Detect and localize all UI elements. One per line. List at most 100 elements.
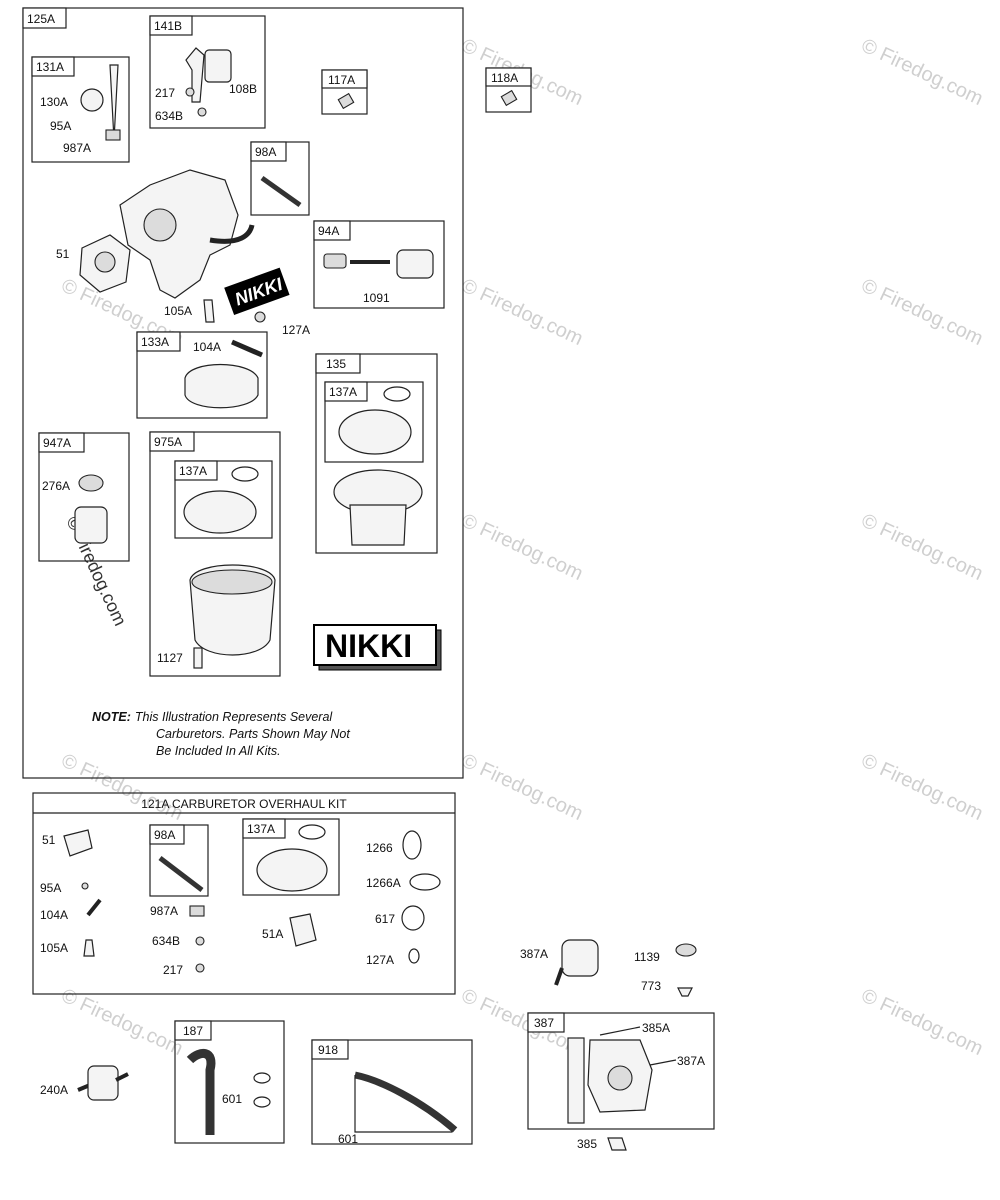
box-label: 135 bbox=[326, 357, 346, 371]
pump-fitting-icon bbox=[554, 967, 564, 986]
group-135: 135 137A bbox=[315, 353, 438, 554]
washer-icon bbox=[81, 882, 89, 890]
note-prefix: NOTE: bbox=[92, 710, 131, 724]
fuel-pump-icon bbox=[561, 939, 599, 977]
oring-1266A-icon bbox=[409, 873, 441, 891]
nikki-decal-small: NIKKI bbox=[224, 267, 290, 316]
part-label: 217 bbox=[163, 963, 183, 977]
box-label: 387 bbox=[534, 1016, 554, 1030]
box-94A bbox=[313, 220, 445, 309]
clamp-icon bbox=[253, 1072, 271, 1084]
pump-diaphragm-icon bbox=[607, 1065, 633, 1091]
watermark: © Firedog.com bbox=[58, 985, 186, 1060]
tab-98A bbox=[250, 141, 287, 162]
watermark: © Firedog.com bbox=[858, 35, 986, 110]
bushing-icon bbox=[197, 107, 207, 117]
plate-body-icon bbox=[349, 504, 407, 546]
part-label: 385 bbox=[577, 1137, 597, 1151]
note-text: This Illustration Represents Several bbox=[135, 710, 334, 724]
box-133A bbox=[136, 331, 268, 419]
main-jet-icon bbox=[203, 299, 215, 323]
box-137A-in-135 bbox=[324, 381, 424, 463]
box-label: 918 bbox=[318, 1043, 338, 1057]
group-125A: 125A bbox=[22, 7, 464, 779]
fuel-pump-parts: 387A 1139 773 bbox=[520, 939, 697, 997]
part-label: 385A bbox=[642, 1021, 670, 1035]
group-131A: 131A 130A 95A 987A bbox=[31, 56, 130, 163]
leader-line bbox=[354, 1075, 452, 1133]
group-141B: 141B 217 634B 108B bbox=[149, 15, 266, 129]
oring-icon bbox=[298, 824, 326, 840]
tab-387 bbox=[527, 1012, 565, 1033]
hinge-pin-icon bbox=[231, 339, 263, 358]
tab-131A bbox=[31, 56, 75, 77]
spring-icon bbox=[323, 253, 347, 269]
box-label: 187 bbox=[183, 1024, 203, 1038]
part-label: 127A bbox=[366, 953, 394, 967]
carburetor-body-icon bbox=[119, 169, 239, 299]
part-label: 105A bbox=[40, 941, 68, 955]
gasket-51A-icon bbox=[289, 913, 317, 947]
gasket-icon bbox=[204, 49, 232, 83]
part-label: 108B bbox=[229, 82, 257, 96]
part-label: 130A bbox=[40, 95, 68, 109]
box-187 bbox=[174, 1020, 285, 1144]
part-label: 634B bbox=[155, 109, 183, 123]
nikki-decal-large: NIKKI bbox=[313, 624, 442, 671]
bushing-icon bbox=[195, 936, 205, 946]
tab-947A bbox=[38, 432, 85, 453]
box-121A bbox=[32, 792, 456, 995]
screw-icon bbox=[337, 92, 355, 110]
leader-line bbox=[599, 1026, 641, 1036]
box-387 bbox=[527, 1012, 715, 1130]
group-187: 187 601 bbox=[174, 1020, 285, 1144]
box-141B bbox=[149, 15, 266, 129]
watermark: © Firedog.com bbox=[858, 510, 986, 585]
nut-icon bbox=[189, 905, 205, 917]
part-label: 276A bbox=[42, 479, 70, 493]
needle-screw-icon bbox=[109, 64, 119, 141]
watermark: © Firedog.com bbox=[458, 510, 586, 585]
part-label: 217 bbox=[155, 86, 175, 100]
group-98A: 98A bbox=[250, 141, 310, 216]
nikki-decal-face bbox=[313, 624, 437, 666]
group-121A-kit: 121A CARBURETOR OVERHAUL KIT 51 95A 104A… bbox=[32, 792, 456, 995]
fuel-filter: 240A bbox=[40, 1065, 129, 1101]
box-label: 137A bbox=[247, 822, 275, 836]
grommet-icon bbox=[675, 943, 697, 957]
box-label: 117A bbox=[328, 73, 355, 87]
watermark: © Firedog.com bbox=[858, 750, 986, 825]
leader-line bbox=[649, 1059, 677, 1066]
box-label: 137A bbox=[179, 464, 207, 478]
part-label: 617 bbox=[375, 912, 395, 926]
tab-94A bbox=[313, 220, 351, 241]
tab-117A bbox=[321, 69, 368, 89]
gasket-icon bbox=[256, 848, 328, 892]
box-label: 118A bbox=[491, 71, 518, 85]
part-label: 51 bbox=[42, 833, 56, 847]
kit-title: 121A CARBURETOR OVERHAUL KIT bbox=[141, 797, 347, 811]
tab-135 bbox=[315, 353, 361, 374]
nikki-decal-text: NIKKI bbox=[325, 628, 412, 664]
watermark: © Firedog.com bbox=[858, 985, 986, 1060]
screw-385: 385 bbox=[577, 1137, 627, 1151]
carburetor-assembly: NIKKI 51 105A 127A bbox=[56, 169, 310, 337]
part-label: 95A bbox=[40, 881, 61, 895]
oring-127A-icon bbox=[254, 311, 266, 323]
box-label: 98A bbox=[154, 828, 175, 842]
oring-1266-icon bbox=[402, 830, 422, 860]
box-label: 141B bbox=[154, 19, 182, 33]
part-label: 387A bbox=[520, 947, 548, 961]
tab-98A-kit bbox=[149, 824, 185, 845]
group-387: 387 385A 387A bbox=[527, 1012, 715, 1130]
box-135 bbox=[315, 353, 438, 554]
note-line-3: Be Included In All Kits. bbox=[156, 744, 281, 758]
gasket-icon bbox=[63, 829, 93, 857]
group-975A: 975A 137A 1127 bbox=[149, 431, 281, 677]
part-label: 127A bbox=[282, 323, 310, 337]
note-line-1: NOTE: This Illustration Represents Severa… bbox=[92, 710, 333, 724]
oring-icon bbox=[383, 386, 411, 402]
washer-icon bbox=[78, 474, 104, 492]
throat-icon bbox=[143, 208, 177, 242]
